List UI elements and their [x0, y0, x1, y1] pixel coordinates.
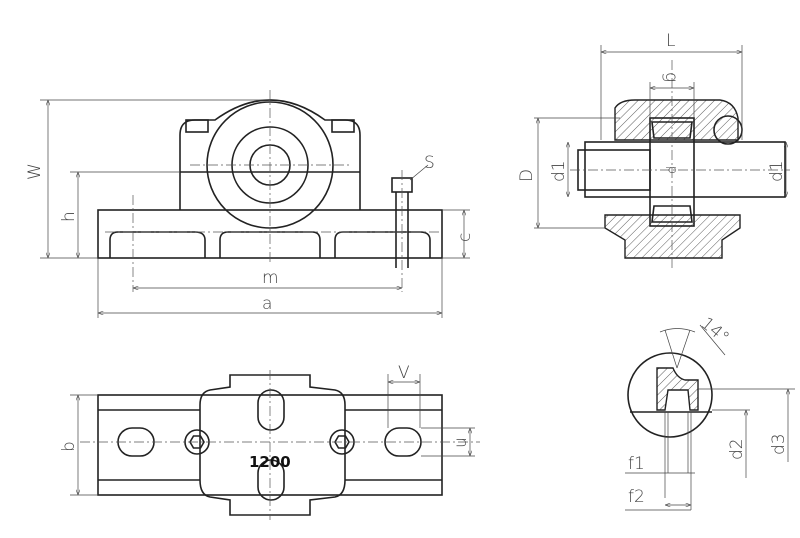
label-d2: d2 — [727, 438, 747, 460]
label-h: h — [59, 211, 79, 222]
label-g: g — [661, 72, 681, 82]
part-marking: 1200 — [249, 453, 291, 471]
label-w: W — [25, 163, 45, 180]
label-d3: d3 — [769, 433, 789, 455]
label-s: S — [424, 153, 435, 173]
top-view: V u b 1200 — [59, 363, 480, 520]
label-d1-left: d1 — [549, 160, 569, 182]
front-view: W h m a S c — [25, 90, 475, 318]
label-D: D — [517, 169, 537, 182]
label-d1-right: d1 — [767, 160, 787, 182]
label-v: V — [398, 363, 410, 383]
label-d: d — [665, 166, 680, 174]
label-angle: 14° — [697, 314, 733, 349]
side-view: L g D d1 d d1 — [517, 31, 790, 270]
label-a: a — [262, 294, 272, 314]
label-u: u — [451, 437, 471, 448]
label-L: L — [666, 31, 675, 51]
label-c: c — [455, 233, 475, 242]
label-f1: f1 — [628, 454, 645, 474]
label-b: b — [59, 441, 79, 452]
label-m: m — [262, 268, 279, 288]
detail-view: 14° f1 f2 d2 d3 — [625, 314, 795, 511]
label-f2: f2 — [628, 487, 645, 507]
